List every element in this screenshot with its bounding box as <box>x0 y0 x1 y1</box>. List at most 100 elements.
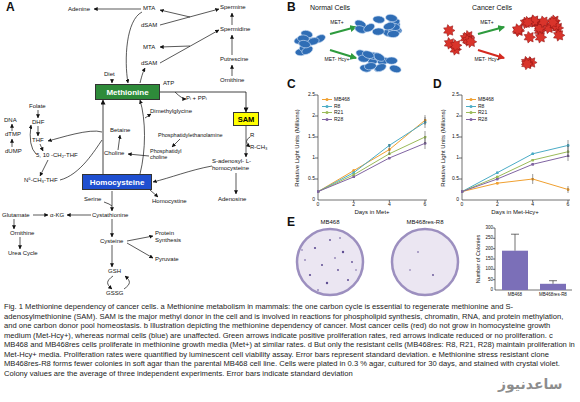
legend-sample <box>466 110 476 115</box>
metabolite-label: DHF <box>32 119 44 126</box>
group-label: Normal Cells <box>310 4 350 12</box>
metabolite-label: Serine <box>84 196 101 203</box>
metabolite-box: SAM <box>233 112 259 126</box>
metabolite-label: dSAM <box>141 22 157 29</box>
metabolite-label: Pyruvate <box>155 256 179 263</box>
tick-label: 200 <box>485 246 493 251</box>
metabolite-label: Phosphatidylethanolamine <box>158 132 223 138</box>
metabolite-label: Urea Cycle <box>8 250 38 257</box>
cancer-cell <box>512 24 523 36</box>
legend-item: MB468 <box>466 97 494 102</box>
tick-label: MB468res-R8 <box>539 292 567 297</box>
axis-title: Number of Colonies <box>475 235 481 284</box>
metabolite-label: S-adenosyl- L-homocysteine <box>212 158 270 172</box>
legend-sample <box>322 117 332 122</box>
metabolite-label: DNA <box>4 117 17 124</box>
tick-label: 1 <box>456 155 459 161</box>
tick-label: 0 <box>490 287 493 292</box>
normal-cell <box>364 62 377 71</box>
cancer-cell <box>535 31 546 43</box>
error-bars <box>389 115 568 193</box>
cancer-cell <box>538 16 549 28</box>
group-label: Cancer Cells <box>472 4 512 12</box>
condition-label: MET- Hcy+ <box>325 57 350 63</box>
cancer-cell <box>554 30 565 42</box>
metabolite-label: Putrescine <box>220 56 248 63</box>
tick-label: 2.5 <box>308 92 315 98</box>
metabolite-box: Homocysteine <box>82 174 152 190</box>
cancer-cell <box>547 16 558 28</box>
condition-label: MET+ <box>330 20 343 26</box>
metabolite-label: Cysteine <box>100 238 123 245</box>
tick-label: 6 <box>424 202 427 208</box>
metabolite-label: MTA <box>143 44 155 51</box>
tick-label: 4 <box>388 202 391 208</box>
tick-label: 2.5 <box>452 92 459 98</box>
metabolite-label: R <box>250 132 254 139</box>
legend-text: R21 <box>334 110 343 115</box>
tick-label: 0 <box>461 202 464 208</box>
normal-cell <box>382 21 396 31</box>
metabolite-label: Protein Synthesis <box>155 230 191 244</box>
metabolite-label: Adenosine <box>218 196 246 203</box>
normal-cell <box>389 64 403 74</box>
legend-sample <box>322 104 332 109</box>
panel-letter: E <box>287 216 295 230</box>
metabolite-label: GSH <box>108 268 121 275</box>
panel-letter: C <box>287 78 296 92</box>
metabolite-label: Spermidine <box>220 26 250 33</box>
condition-label: MET+ <box>480 20 493 26</box>
metabolite-label: α-KG <box>50 212 64 219</box>
tick-label: 1.5 <box>452 134 459 140</box>
plate-label: MB468 <box>320 219 339 226</box>
tick-label: 2 <box>312 113 315 119</box>
cancer-cell <box>451 40 462 52</box>
tick-label: 2 <box>352 202 355 208</box>
metabolite-label: MTA <box>143 5 155 12</box>
tick-label: 0 <box>456 197 459 203</box>
metabolite-label: THF <box>32 137 44 144</box>
panel-letter: B <box>287 1 296 15</box>
axis-title: Days in Met-Hcy+ <box>491 209 539 216</box>
cancer-cell <box>524 31 535 43</box>
legend-sample <box>322 97 332 102</box>
metabolite-label: Folate <box>29 103 46 110</box>
metabolite-label: Adenine <box>68 6 90 13</box>
legend-text: R21 <box>478 110 487 115</box>
metabolite-label: Ornithine <box>10 230 34 237</box>
panel-letter: D <box>433 78 442 92</box>
tick-label: 0.5 <box>308 176 315 182</box>
metabolite-label: Betaine <box>110 127 130 134</box>
metabolite-label: 5, 10 -CH₂-THF <box>36 152 78 159</box>
metabolite-label: R-CH₃ <box>250 144 267 151</box>
metabolite-label: dTMP <box>5 131 21 138</box>
normal-cell <box>387 30 399 38</box>
metabolite-label: Cystathionine <box>92 212 128 219</box>
normal-cell <box>385 13 398 22</box>
metabolite-label: ATP <box>163 80 174 87</box>
normal-cell <box>372 51 386 63</box>
metabolite-label: Homocystine <box>152 198 187 205</box>
agar-plates <box>297 229 458 295</box>
axis-title: Relative Light Units (Millions) <box>440 109 447 186</box>
figure-caption: Fig. 1 Methionine dependency of cancer c… <box>4 302 576 378</box>
metabolite-label: Glutamate <box>2 212 30 219</box>
legend-sample <box>466 97 476 102</box>
node-text: SAM <box>238 115 255 124</box>
cancer-cell <box>465 36 476 48</box>
tick-label: 1.5 <box>308 134 315 140</box>
node-text: Methionine <box>106 88 148 97</box>
normal-cell <box>372 28 384 36</box>
legend-text: R28 <box>478 117 487 122</box>
legend-item: R21 <box>466 110 487 115</box>
legend-text: R28 <box>334 117 343 122</box>
tick-label: 2 <box>456 113 459 119</box>
legend-text: R8 <box>334 104 340 109</box>
node-text: Homocysteine <box>90 178 145 187</box>
axis-title: Days in Met+ <box>354 209 389 216</box>
plate-label: MB468res-R8 <box>406 219 443 226</box>
legend-item: R8 <box>322 104 340 109</box>
cancer-cell <box>522 16 533 28</box>
tick-label: 0.5 <box>452 176 459 182</box>
